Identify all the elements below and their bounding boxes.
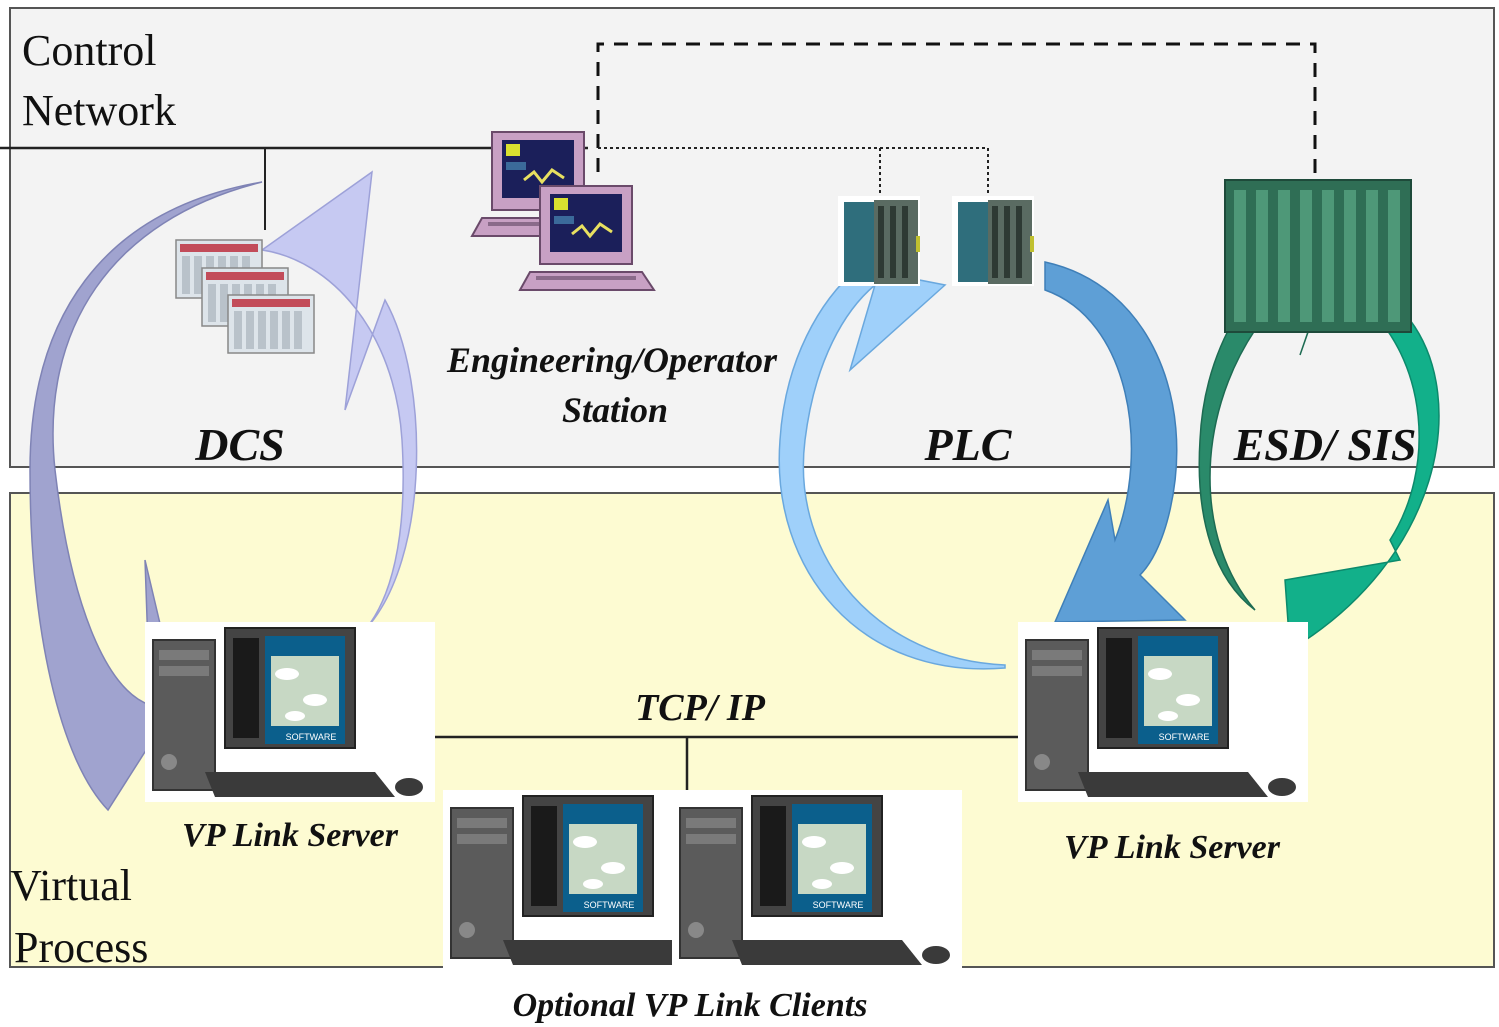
client2-screen-brand: SOFTWARE xyxy=(813,900,864,910)
virtual-process-label-line1: Virtual xyxy=(10,861,132,910)
client1-screen-brand: SOFTWARE xyxy=(584,900,635,910)
control-network-label-line2: Network xyxy=(22,86,176,135)
engineering-station-label-line2: Station xyxy=(562,390,668,430)
safety-dashed-link xyxy=(596,42,1317,200)
esd-sis-label: ESD/ SIS xyxy=(1233,419,1417,470)
dcs-rack-card-3 xyxy=(227,294,315,354)
dcs-arrow-up xyxy=(260,170,418,631)
dcs-arrow-down xyxy=(29,181,263,812)
dcs-label: DCS xyxy=(194,419,284,470)
left-server-label: VP Link Server xyxy=(182,817,399,854)
engineering-station-label-line1: Engineering/Operator xyxy=(446,340,778,380)
clients-label: Optional VP Link Clients xyxy=(513,987,868,1024)
plc-module-1 xyxy=(838,196,920,286)
vp-link-client-2 xyxy=(671,789,963,971)
tcp-ip-label: TCP/ IP xyxy=(635,687,766,729)
right-server-screen-brand: SOFTWARE xyxy=(1159,732,1210,742)
vp-link-server-left xyxy=(144,621,436,803)
plc-arrow-down xyxy=(1044,261,1187,623)
esd-sis-cabinet xyxy=(1224,179,1412,333)
right-server-label: VP Link Server xyxy=(1064,829,1281,866)
plc-module-2 xyxy=(952,196,1034,286)
plc-label: PLC xyxy=(924,419,1013,470)
virtual-process-label-line2: Process xyxy=(14,923,148,972)
left-server-screen-brand: SOFTWARE xyxy=(286,732,337,742)
control-network-label-line1: Control xyxy=(22,26,156,75)
vp-link-server-right xyxy=(1017,621,1309,803)
